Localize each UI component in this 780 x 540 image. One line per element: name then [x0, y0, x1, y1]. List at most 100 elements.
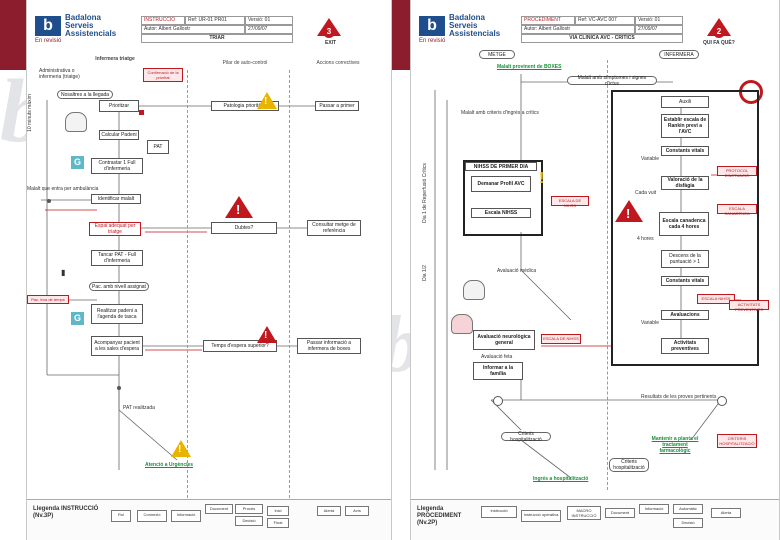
legend-item: Decisió [673, 518, 703, 528]
decision-node [717, 396, 727, 406]
guide-g-icon: G [71, 156, 84, 169]
brand-name: Badalona Serveis Assistencials [65, 14, 116, 38]
brand-line: Serveis [449, 21, 478, 30]
big-warning-icon [615, 200, 643, 222]
legend-item: Final [267, 518, 289, 528]
lane-header-triage-nurse: Infermera triatge [95, 56, 135, 62]
merge-dot [117, 386, 121, 390]
warning-icon [257, 92, 277, 109]
label-test-results: Resultats de les proves pertinents [641, 394, 717, 400]
node-start-boxes: Malalt provinent de BOXES [497, 64, 562, 70]
tag-nihss-2: ESCALA NIHSS [697, 294, 735, 304]
doctor-frame [463, 160, 543, 236]
node-identify: Identificar malalt [91, 194, 141, 204]
status-label: En revisió [35, 38, 62, 44]
node-level-assigned: Pac. amb nivell assignat [89, 282, 149, 291]
legend-item: Document [605, 508, 635, 518]
warning-icon [257, 326, 277, 343]
node-prioritize: Prioritzar [99, 100, 139, 112]
node-auxiliary: Auxili [661, 96, 709, 108]
node-vitals-1: Constants vitals [661, 146, 709, 156]
tag-protocol: PROTOCOL D'ACTUACIÓ [717, 166, 757, 178]
doc-title: VIA CLÍNICA AVC - CRÍTICS [521, 34, 683, 43]
sheet-header: b Badalona Serveis Assistencials En revi… [27, 0, 391, 48]
node-dysphagia: Valoració de la disfàgia [661, 176, 709, 190]
legend-item: Instrucció [481, 506, 517, 518]
node-hosp-criteria-2: Criteris hospitalització [609, 458, 649, 472]
lane-divider [289, 70, 290, 498]
legend-item: Connexió [137, 510, 167, 522]
doc-type: PROCEDIMENT [521, 16, 575, 25]
node-maintain-treatment: Mantenir a planta el tractament farmacol… [651, 436, 699, 454]
brand-line: Assistencials [449, 29, 501, 38]
node-nihss-scale: Escala NIHSS [471, 208, 531, 218]
legend-item: Alerta [317, 506, 341, 516]
node-nihss-first: NIHSS DE PRIMER DIA [465, 162, 537, 171]
label-variable-2: Variable [641, 320, 659, 326]
legend-item: Instrucció operativa [521, 510, 561, 522]
node-close-pat: Tancar PAT - Full d'infermeria [91, 250, 143, 266]
node-arrival: Nosaltres a la llegada [57, 90, 113, 99]
head-icon [65, 112, 87, 132]
node-priority-pathology: Patologia prioritària [211, 101, 279, 111]
legend-procedure: Llegenda PROCEDIMENT (Nv.2P) Instrucció … [411, 499, 779, 540]
badge-label: EXIT [325, 40, 337, 46]
lane-divider [607, 60, 608, 490]
brand-line: Serveis [65, 21, 94, 30]
label-variable: Variable [641, 156, 659, 162]
note-stroke-signs: Malalt amb símptomes i signes d'ictus [567, 75, 657, 87]
doc-author: Autor: Albert Gallostr [141, 25, 245, 34]
tag-hosp-criteria: CRITERIS HOSPITALITZACIÓ [717, 434, 757, 448]
node-pat-doc: PAT [147, 140, 169, 154]
tag-nihss-3: ESCALA DE NIHSS [541, 334, 581, 344]
legend-instruction: Llegenda INSTRUCCIÓ (Nv.3P) Rol Connexió… [27, 499, 391, 540]
brain-icon [451, 314, 473, 334]
doc-type: INSTRUCCIÓ [141, 16, 185, 25]
node-neuro-eval: Avaluació neurològica general [473, 330, 535, 350]
legend-item: Automàtic [673, 504, 703, 514]
brand-line: Badalona [449, 13, 486, 22]
legend-item: MACRO INSTRUCCIÓ [567, 506, 601, 520]
doc-version: Versió: 01 [635, 16, 683, 25]
legend-item: Alerta [711, 508, 741, 518]
company-logo: b [35, 16, 61, 36]
node-calculate: Calcular Padeni [99, 130, 139, 140]
guide-g-icon: G [71, 312, 84, 325]
legend-item: Informació [171, 510, 201, 522]
node-inform-family: Informar a la família [473, 362, 523, 380]
legend-item: Rol [111, 510, 131, 522]
node-out-of-time: Pac. fora de temps [27, 295, 69, 304]
doc-title: TRIAR [141, 34, 293, 43]
node-pass-first: Passar a primer [315, 101, 359, 111]
lane-header-doctor: METGE [479, 50, 515, 59]
node-accompany: Acompanyar pacient a les sales d'espera [91, 336, 143, 356]
tag-preventive: ACTIVITATS PREVENTIVES [729, 300, 769, 312]
node-canadian-scale: Escala canadenca cada 4 hores [659, 212, 709, 236]
lane-divider [187, 70, 188, 498]
node-pat-done: PAT realitzada [123, 405, 155, 411]
doc-version: Versió: 01 [245, 16, 293, 25]
status-label: En revisió [419, 38, 446, 44]
node-preventive: Activitats preventives [661, 338, 709, 354]
instruction-sheet: b Badalona Serveis Assistencials En revi… [26, 0, 392, 540]
doc-ref: Ref: UR-01 PR01 [185, 16, 245, 25]
big-warning-icon [225, 196, 253, 218]
node-assessments: Avaluacions [661, 310, 709, 320]
doc-author: Autor: Albert Gallostr [521, 25, 635, 34]
node-score-drop: Descens de la puntuació > 1 [661, 250, 709, 268]
sheet-header: b Badalona Serveis Assistencials En revi… [411, 0, 779, 48]
alert-flag-icon [139, 110, 144, 115]
warning-icon [171, 440, 191, 457]
node-consult-doctor: Consultar metge de referència [307, 220, 361, 236]
legend-item: Procés [235, 504, 263, 514]
lane-header-corrective: Accions correctives [316, 60, 360, 66]
doc-date: 27/09/07 [635, 25, 683, 34]
legend-item: Avís [345, 506, 369, 516]
time-axis-label: 10 minuts màxim [26, 94, 33, 132]
decision-node [493, 396, 503, 406]
tag-nihss: ESCALA DE NIHSS [551, 196, 589, 208]
legend-item: Informació [639, 504, 669, 514]
label-each-eight: Cada vuit [635, 190, 657, 196]
badge-label: QUI FA QUÈ? [703, 40, 735, 46]
label-4h: 4 hores [637, 236, 654, 242]
